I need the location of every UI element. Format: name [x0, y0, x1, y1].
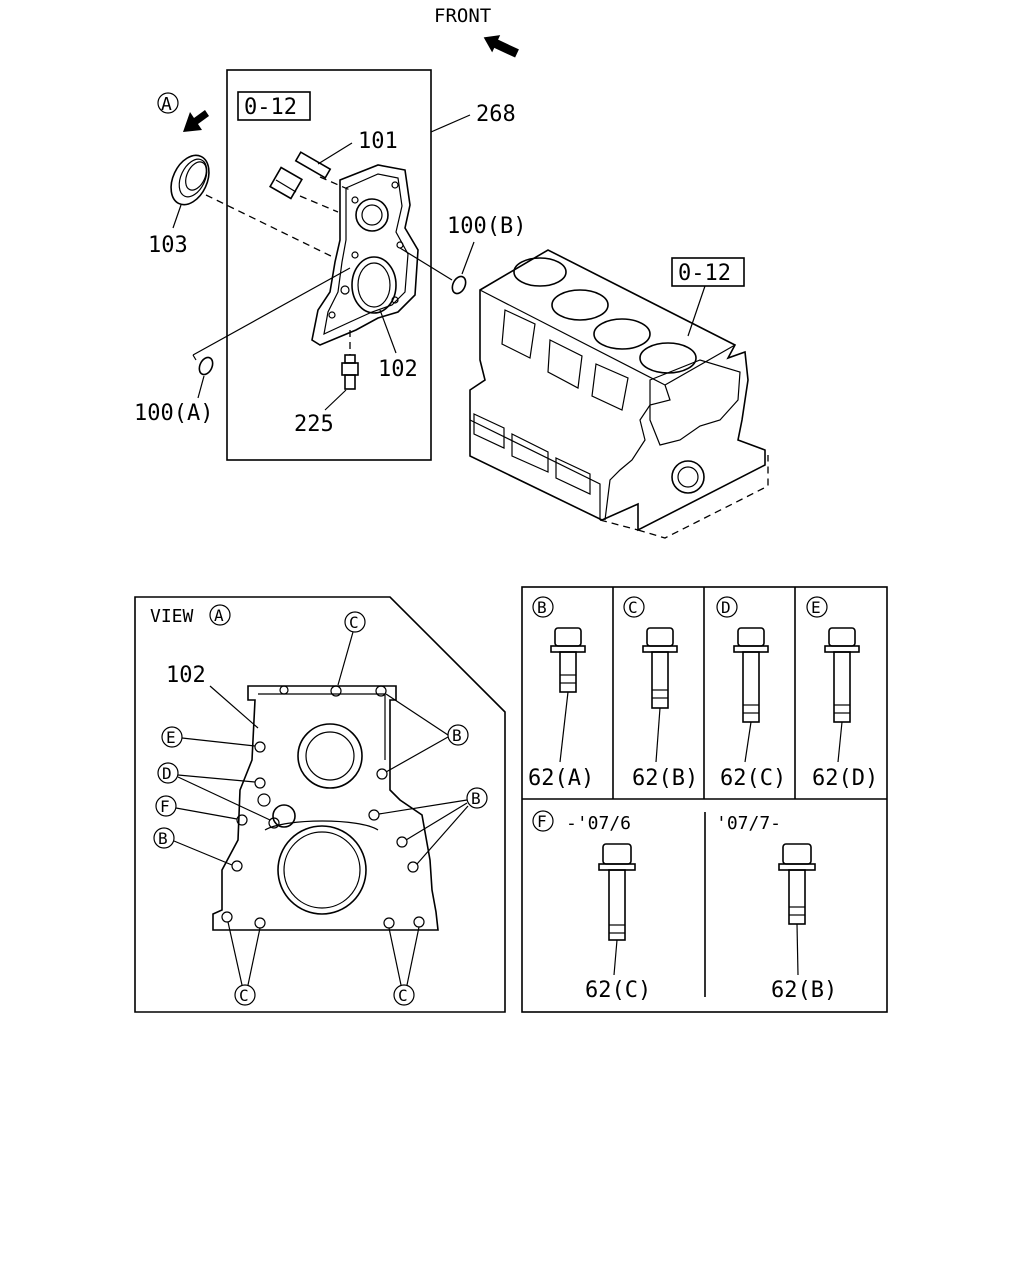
bolt-row-f-range-right: '07/7- — [716, 813, 781, 834]
bolt-62a-icon — [550, 627, 586, 693]
view-a-panel: VIEW A 102 C B — [134, 596, 506, 1013]
bolt-cell-d-label: 62(C) — [720, 766, 786, 791]
exploded-view: FRONT 268 0-12 A 103 101 — [134, 5, 769, 539]
marker-b-upper: B — [452, 726, 462, 745]
bolt-cell-b: B 62(A) — [528, 596, 594, 791]
callout-101: 101 — [358, 129, 398, 154]
gasket-102 — [212, 685, 439, 931]
callout-102: 102 — [378, 357, 418, 382]
o-ring-100a — [198, 356, 214, 376]
bolt-row-f-label-right: 62(B) — [771, 978, 837, 1003]
view-a-part-label: 102 — [166, 663, 206, 688]
bolt-101 — [269, 151, 351, 213]
view-a-title: VIEW — [150, 606, 194, 627]
callout-225: 225 — [294, 412, 334, 437]
callout-268: 268 — [476, 102, 516, 127]
o-ring-100b — [451, 275, 467, 295]
marker-f: F — [160, 797, 170, 816]
bolt-row-f-range-left: -'07/6 — [566, 813, 631, 834]
view-arrow-icon — [183, 110, 209, 132]
marker-c-bottom-right: C — [398, 986, 408, 1005]
bolt-cell-d: D 62(C) — [716, 596, 786, 791]
marker-c-top: C — [349, 613, 359, 632]
marker-c-bottom-left: C — [239, 986, 249, 1005]
marker-b-right: B — [471, 789, 481, 808]
view-a-frame — [134, 596, 506, 1013]
bolt-cell-d-marker: D — [721, 598, 731, 617]
callout-100a: 100(A) — [134, 401, 213, 426]
front-cover-102 — [311, 164, 419, 346]
bolt-cell-c-label: 62(B) — [632, 766, 698, 791]
front-label: FRONT — [434, 5, 491, 27]
view-marker: A — [161, 94, 172, 115]
oil-seal-103 — [170, 154, 210, 206]
ref-code-1: 0-12 — [244, 95, 297, 120]
bolt-62d-icon — [824, 627, 860, 723]
marker-b-left: B — [158, 829, 168, 848]
bolt-row-f-marker: F — [537, 812, 547, 831]
view-marker-circle — [157, 92, 179, 114]
bolt-cell-c-marker: C — [628, 598, 638, 617]
plug-225 — [341, 330, 359, 390]
bolt-62b-late-icon — [778, 843, 816, 925]
bolt-cell-e: E 62(D) — [806, 596, 878, 791]
bolt-cell-b-label: 62(A) — [528, 766, 594, 791]
bolt-cell-e-label: 62(D) — [812, 766, 878, 791]
ref-box-1 — [237, 91, 311, 121]
marker-e: E — [166, 728, 176, 747]
assembly-box — [226, 69, 432, 461]
callout-100b: 100(B) — [447, 214, 526, 239]
ref-box-2 — [671, 257, 745, 287]
front-arrow-icon — [483, 35, 519, 58]
bolt-row-f-label-left: 62(C) — [585, 978, 651, 1003]
marker-d: D — [162, 764, 172, 783]
bolt-62c-icon — [733, 627, 769, 723]
bolt-cell-c: C 62(B) — [623, 596, 698, 791]
bolt-62b-icon — [642, 627, 678, 709]
bolt-table: B 62(A) C 62(B) — [521, 586, 888, 1013]
bolt-row-f: F -'07/6 '07/7- 62(C) 62(B) — [532, 810, 837, 1003]
cylinder-block — [469, 249, 769, 539]
bolt-62c-early-icon — [598, 843, 636, 941]
view-a-title-marker: A — [214, 606, 224, 625]
callout-103: 103 — [148, 233, 188, 258]
bolt-cell-b-marker: B — [537, 598, 547, 617]
bolt-cell-e-marker: E — [811, 598, 821, 617]
ref-code-2: 0-12 — [678, 261, 731, 286]
